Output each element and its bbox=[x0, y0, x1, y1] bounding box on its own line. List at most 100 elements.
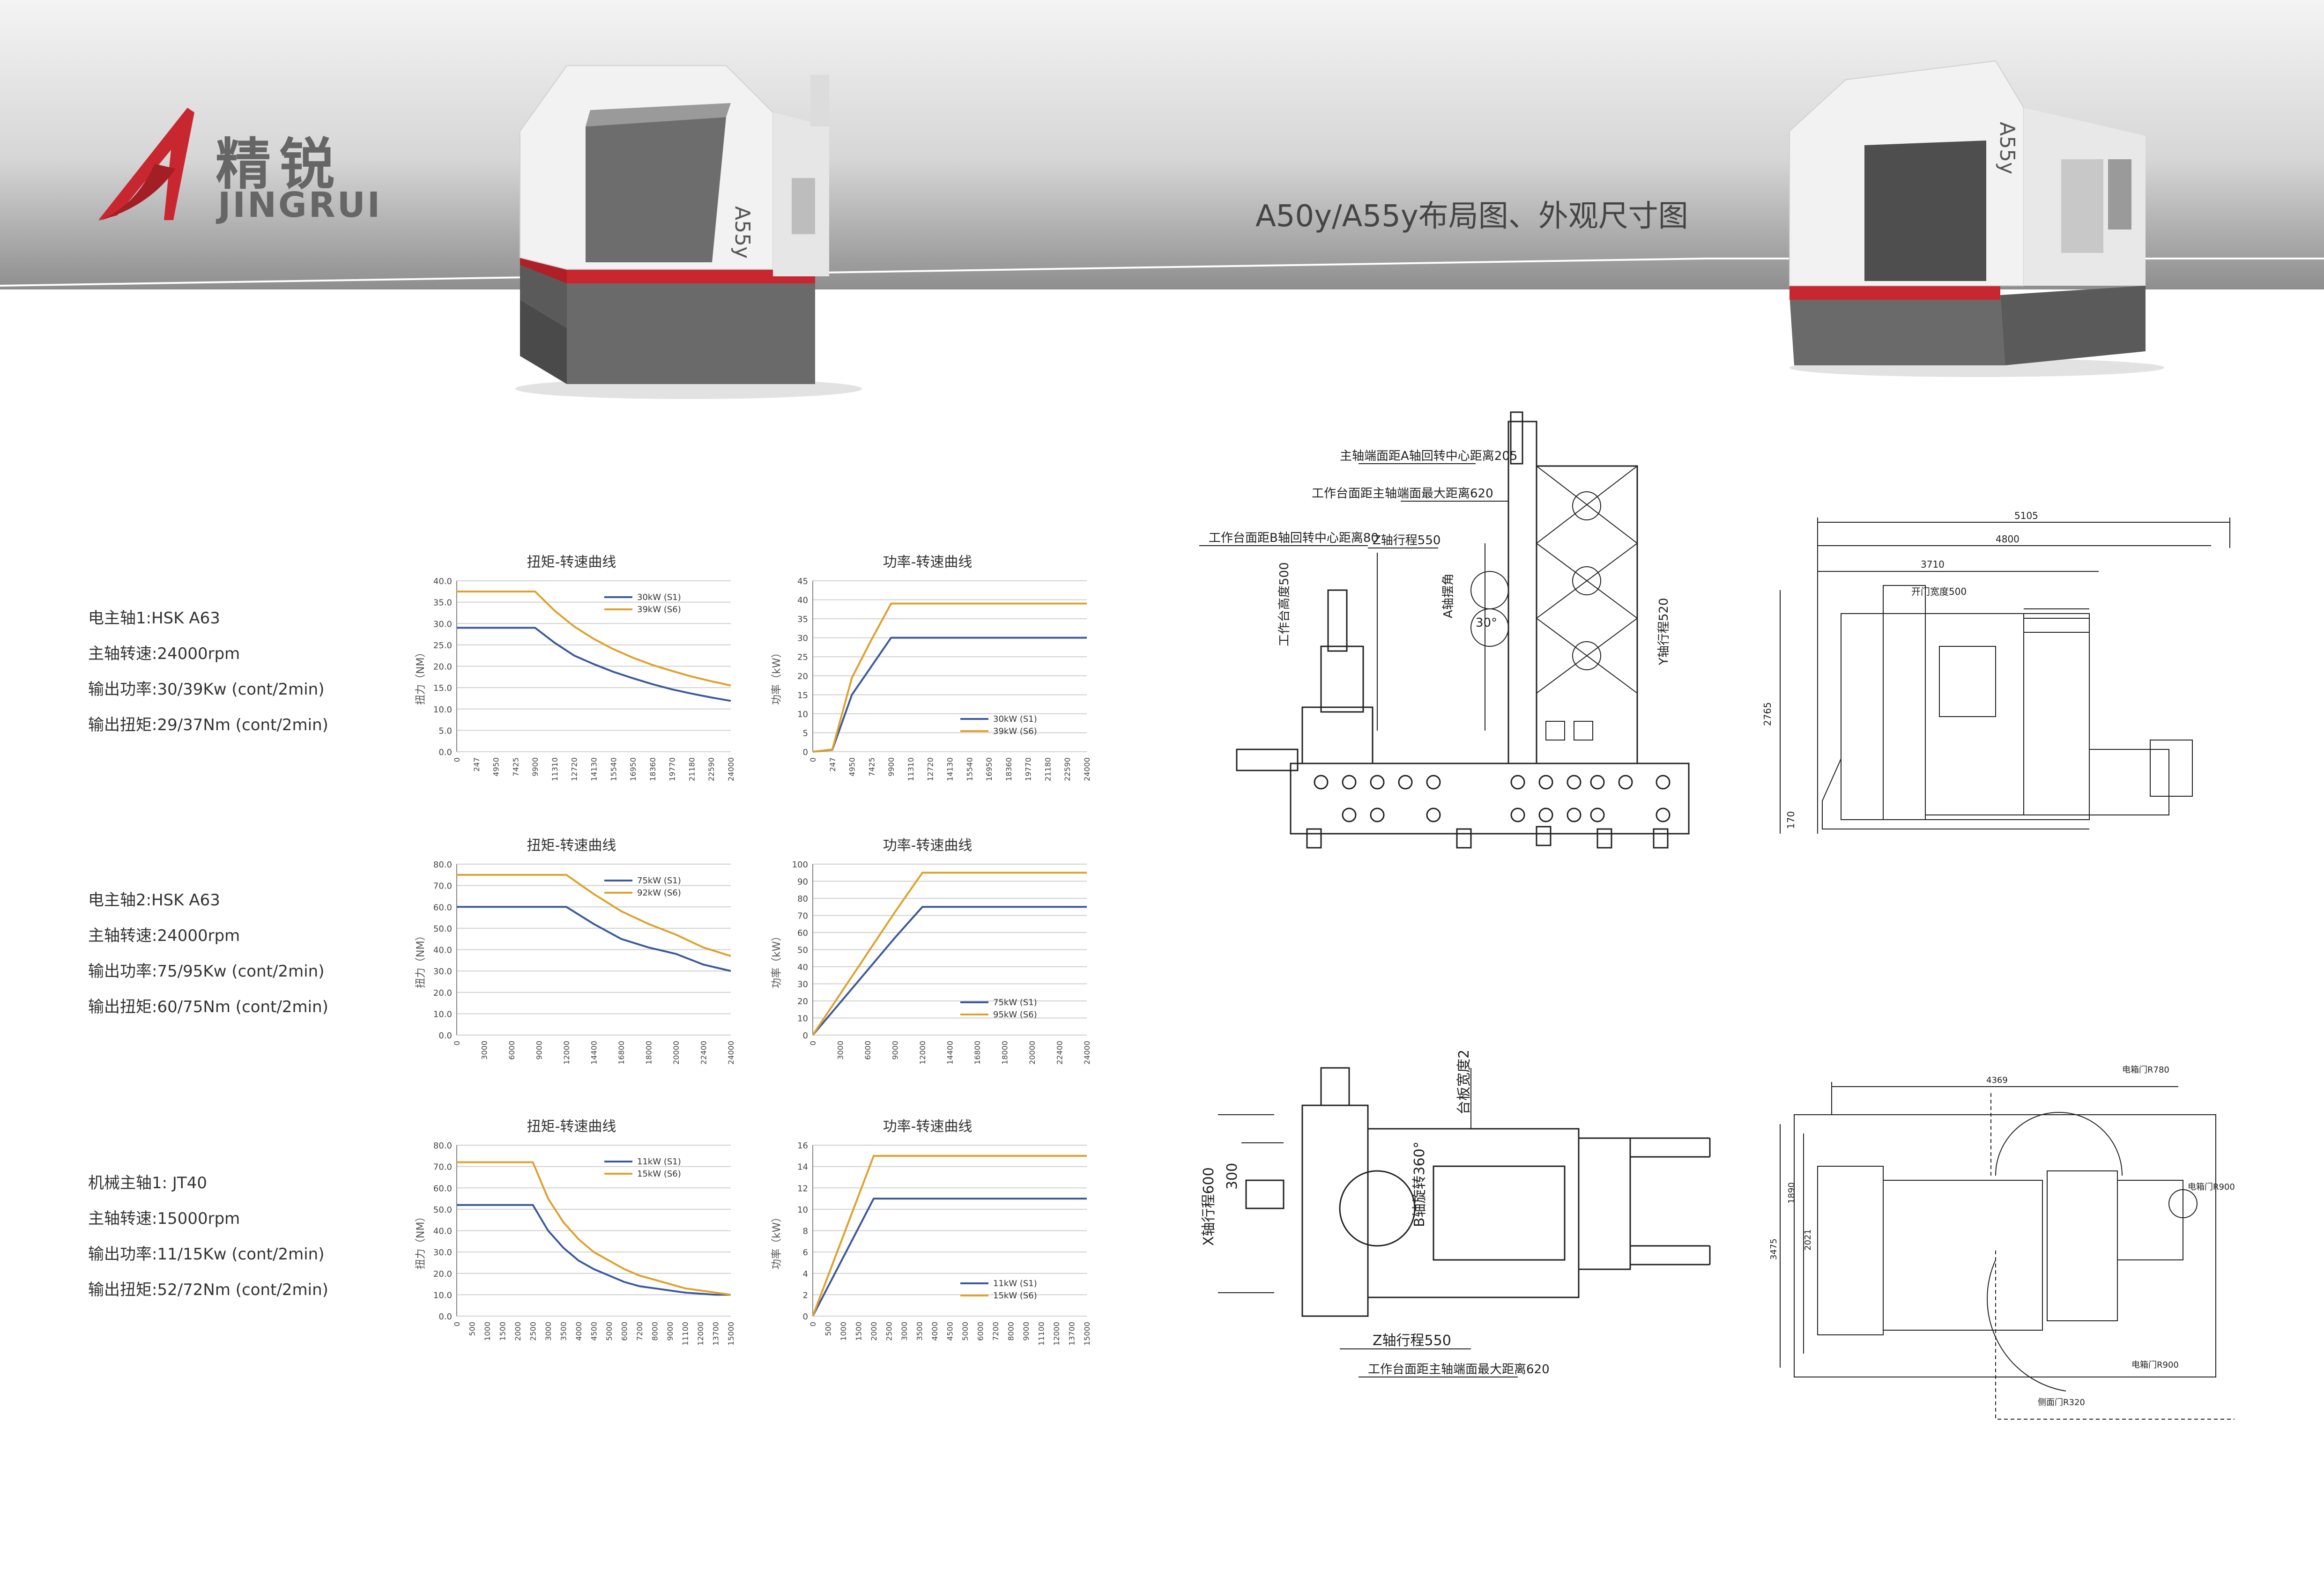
dim-label: Y轴行程520 bbox=[1657, 598, 1671, 666]
y-tick-label: 70 bbox=[797, 911, 808, 921]
spec-line: 输出扭矩:52/72Nm (cont/2min) bbox=[88, 1281, 328, 1299]
spec-line: 主轴转速:15000rpm bbox=[88, 1209, 240, 1228]
x-tick-label: 1500 bbox=[498, 1322, 507, 1341]
x-tick-label: 3000 bbox=[544, 1322, 553, 1341]
y-tick-label: 10.0 bbox=[433, 1009, 452, 1019]
dim-label: 电箱门R900 bbox=[2131, 1360, 2179, 1370]
y-tick-label: 10.0 bbox=[433, 705, 452, 715]
x-tick-label: 16950 bbox=[629, 757, 638, 781]
x-tick-label: 8000 bbox=[1007, 1322, 1016, 1341]
x-tick-label: 18360 bbox=[648, 757, 657, 781]
x-tick-label: 11310 bbox=[906, 757, 915, 781]
series-line bbox=[457, 1204, 731, 1296]
dim-label: 工作台面距主轴端面最大距离620 bbox=[1312, 487, 1493, 501]
dim-label: 主轴端面距A轴回转中心距离205 bbox=[1340, 449, 1517, 463]
y-tick-label: 80.0 bbox=[433, 860, 452, 870]
y-tick-label: 80.0 bbox=[433, 1141, 452, 1151]
x-tick-label: 0 bbox=[453, 1322, 461, 1326]
x-tick-label: 18000 bbox=[645, 1041, 653, 1065]
spec-line: 机械主轴1: JT40 bbox=[88, 1174, 207, 1192]
y-tick-label: 35.0 bbox=[433, 598, 452, 608]
x-tick-label: 6000 bbox=[863, 1041, 872, 1060]
dim-label: 侧面门R320 bbox=[2038, 1398, 2085, 1407]
x-tick-label: 13700 bbox=[1068, 1322, 1077, 1346]
y-tick-label: 30 bbox=[797, 634, 808, 644]
x-tick-label: 4950 bbox=[848, 757, 857, 777]
series-line bbox=[457, 874, 731, 957]
x-tick-label: 2500 bbox=[885, 1322, 894, 1341]
x-tick-label: 2000 bbox=[869, 1322, 878, 1341]
x-tick-label: 7200 bbox=[635, 1322, 644, 1341]
y-axis-label: 扭力（NM） bbox=[415, 647, 427, 705]
x-tick-label: 0 bbox=[809, 757, 817, 762]
x-tick-label: 15540 bbox=[609, 757, 618, 781]
y-tick-label: 30.0 bbox=[433, 967, 452, 977]
y-axis-label: 功率（kW） bbox=[771, 931, 783, 989]
x-tick-label: 12720 bbox=[570, 757, 579, 781]
x-tick-label: 18360 bbox=[1004, 757, 1013, 781]
x-tick-label: 7425 bbox=[867, 757, 876, 777]
x-tick-label: 12000 bbox=[1052, 1322, 1061, 1346]
spec-line: 输出功率:30/39Kw (cont/2min) bbox=[88, 680, 325, 699]
dim-label: 5105 bbox=[2014, 510, 2038, 521]
dim-label: 电箱门R900 bbox=[2188, 1182, 2235, 1192]
legend-label: 11kW (S1) bbox=[637, 1157, 681, 1167]
x-tick-label: 11100 bbox=[681, 1322, 690, 1346]
dim-label: 1890 bbox=[1787, 1182, 1797, 1204]
y-tick-label: 50 bbox=[797, 946, 808, 955]
x-tick-label: 22400 bbox=[699, 1041, 708, 1065]
x-tick-label: 13700 bbox=[712, 1322, 720, 1346]
y-tick-label: 14 bbox=[797, 1162, 808, 1172]
spec-line: 主轴转速:24000rpm bbox=[88, 644, 240, 663]
x-tick-label: 0 bbox=[809, 1041, 817, 1045]
y-tick-label: 25.0 bbox=[433, 641, 452, 651]
dim-label: 2765 bbox=[1762, 702, 1773, 726]
drawing-side-elevation: 主轴端面距A轴回转中心距离205 工作台面距主轴端面最大距离620 工作台面距B… bbox=[1199, 411, 1690, 849]
chart-title: 功率-转速曲线 bbox=[883, 837, 973, 854]
y-tick-label: 70.0 bbox=[433, 1162, 452, 1172]
y-tick-label: 80 bbox=[797, 894, 808, 904]
y-tick-label: 6 bbox=[803, 1248, 808, 1258]
y-tick-label: 12 bbox=[797, 1184, 808, 1193]
brand-name-cn: 精锐 bbox=[215, 132, 343, 197]
series-line bbox=[812, 637, 1087, 753]
x-tick-label: 18000 bbox=[1001, 1041, 1010, 1065]
chart-title: 扭矩-转速曲线 bbox=[527, 554, 616, 570]
x-tick-label: 22590 bbox=[1063, 757, 1072, 781]
x-tick-label: 4000 bbox=[574, 1322, 583, 1341]
x-tick-label: 14130 bbox=[946, 757, 955, 781]
frame-cross-bracing bbox=[1470, 466, 1638, 740]
y-tick-label: 0 bbox=[803, 748, 808, 757]
x-tick-label: 0 bbox=[453, 1041, 461, 1045]
x-tick-label: 5000 bbox=[605, 1322, 614, 1341]
spec-line: 输出功率:11/15Kw (cont/2min) bbox=[88, 1245, 325, 1264]
y-axis-label: 扭力（NM） bbox=[415, 930, 427, 988]
legend-label: 11kW (S1) bbox=[993, 1279, 1037, 1288]
dim-label: 30° bbox=[1476, 616, 1497, 630]
spindle-spec-3: 机械主轴1: JT40 主轴转速:15000rpm 输出功率:11/15Kw (… bbox=[88, 1165, 416, 1308]
x-tick-label: 9000 bbox=[666, 1322, 675, 1341]
x-tick-label: 15000 bbox=[1083, 1322, 1091, 1346]
x-tick-label: 15000 bbox=[727, 1322, 735, 1346]
y-tick-label: 4 bbox=[803, 1269, 808, 1279]
dim-label: 170 bbox=[1785, 811, 1797, 829]
y-tick-label: 50.0 bbox=[433, 1205, 452, 1215]
x-tick-label: 9000 bbox=[535, 1041, 544, 1060]
x-tick-label: 9000 bbox=[891, 1041, 900, 1060]
machine-image-right: A55y bbox=[1789, 60, 2164, 377]
x-tick-label: 24000 bbox=[727, 1041, 735, 1065]
y-tick-label: 60.0 bbox=[433, 903, 452, 912]
x-tick-label: 4500 bbox=[590, 1322, 599, 1341]
dim-label: 4800 bbox=[1996, 533, 2020, 545]
y-tick-label: 40 bbox=[797, 962, 808, 972]
dim-label: A轴摆角 bbox=[1441, 573, 1455, 618]
machine-right-model: A55y bbox=[1995, 122, 2019, 174]
series-line bbox=[457, 627, 731, 702]
x-tick-label: 500 bbox=[824, 1322, 833, 1336]
x-tick-label: 500 bbox=[468, 1322, 477, 1336]
x-tick-label: 24000 bbox=[1083, 757, 1091, 781]
x-tick-label: 7200 bbox=[991, 1322, 1000, 1341]
y-axis-label: 功率（kW） bbox=[771, 647, 783, 705]
dim-label: 工作台面距B轴回转中心距离80 bbox=[1209, 531, 1379, 545]
